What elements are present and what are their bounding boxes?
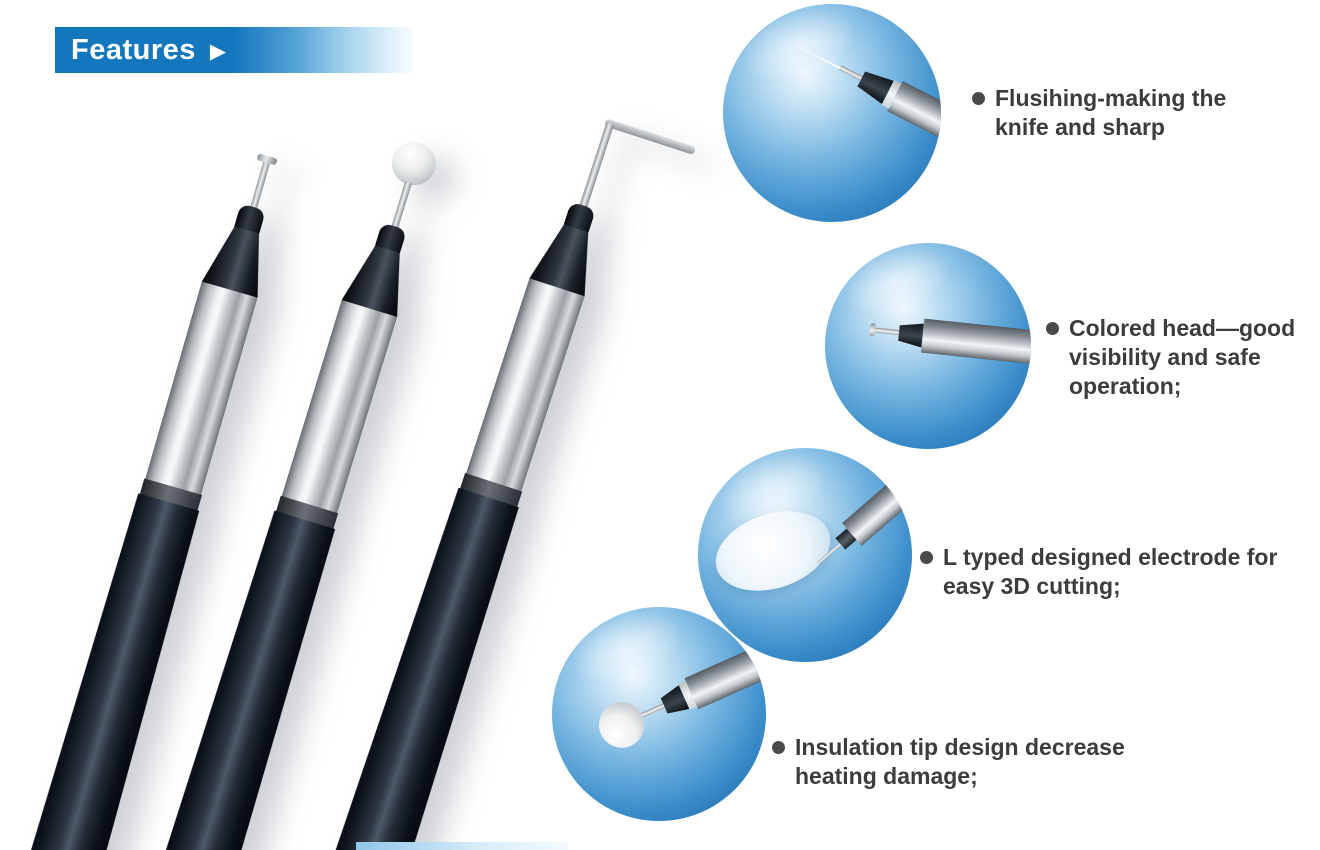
feature-text: Flusihing-making the knife and sharp — [995, 84, 1226, 142]
silver-barrel — [145, 281, 258, 495]
inset-insulation-tip-photo — [552, 607, 766, 821]
feature-text-line: operation; — [1069, 373, 1182, 399]
mini-silver-body — [842, 448, 912, 546]
mini-silver-body — [887, 80, 941, 184]
bullet-icon — [972, 92, 985, 105]
bullet-icon — [1046, 322, 1059, 335]
feature-callout-colored-head: Colored head—good visibility and safe op… — [1046, 314, 1295, 401]
mini-electrode-rod — [838, 65, 863, 82]
arrow-right-icon: ▶ — [209, 40, 227, 63]
bullet-icon — [920, 551, 933, 564]
feature-text-line: Flusihing-making the — [995, 85, 1227, 111]
ball-rod — [391, 181, 412, 228]
water-jet — [780, 37, 841, 69]
next-section-banner-edge — [356, 842, 568, 850]
mini-needle — [817, 543, 842, 566]
mini-silver-body — [920, 318, 1031, 368]
inset-colored-head-photo — [825, 243, 1031, 449]
feature-text: L typed designed electrode for easy 3D c… — [943, 543, 1277, 601]
feature-text-line: Insulation tip design decrease — [795, 734, 1125, 760]
bullet-icon — [772, 741, 785, 754]
feature-text-line: visibility and safe — [1069, 344, 1261, 370]
mini-instrument-insulation — [591, 625, 766, 756]
feature-text-line: knife and sharp — [995, 114, 1165, 140]
l-hook-tip — [541, 104, 697, 219]
mini-electrode-rod — [641, 703, 666, 718]
feature-callout-insulation: Insulation tip design decrease heating d… — [772, 733, 1125, 791]
silver-barrel — [466, 278, 585, 492]
mini-insulation-ball — [591, 694, 652, 756]
feature-callout-l-typed: L typed designed electrode for easy 3D c… — [920, 543, 1277, 601]
feature-text-line: L typed designed electrode for — [943, 544, 1278, 570]
silver-barrel — [281, 299, 398, 513]
mini-instrument-flushing — [773, 23, 941, 184]
feature-text-line: heating damage; — [795, 763, 978, 789]
banner-title: Features — [71, 33, 196, 66]
ball-tip — [386, 136, 442, 191]
mini-instrument-l-typed — [807, 448, 912, 577]
inset-flushing-photo — [723, 4, 941, 222]
mini-instrument-colored-head — [868, 313, 1031, 368]
feature-text-line: easy 3D cutting; — [943, 573, 1121, 599]
feature-callout-flushing: Flusihing-making the knife and sharp — [972, 84, 1226, 142]
l-hook-stem — [579, 122, 614, 207]
feature-text-line: Colored head—good — [1069, 315, 1296, 341]
feature-text: Insulation tip design decrease heating d… — [795, 733, 1125, 791]
inset-l-typed-cutting-photo — [698, 448, 912, 662]
needle-rod — [250, 161, 270, 208]
mini-black-collar — [898, 321, 924, 347]
feature-text: Colored head—good visibility and safe op… — [1069, 314, 1295, 401]
l-hook-arm — [604, 118, 697, 156]
features-banner: Features ▶ — [55, 27, 413, 73]
mini-electrode-rod — [874, 328, 900, 336]
